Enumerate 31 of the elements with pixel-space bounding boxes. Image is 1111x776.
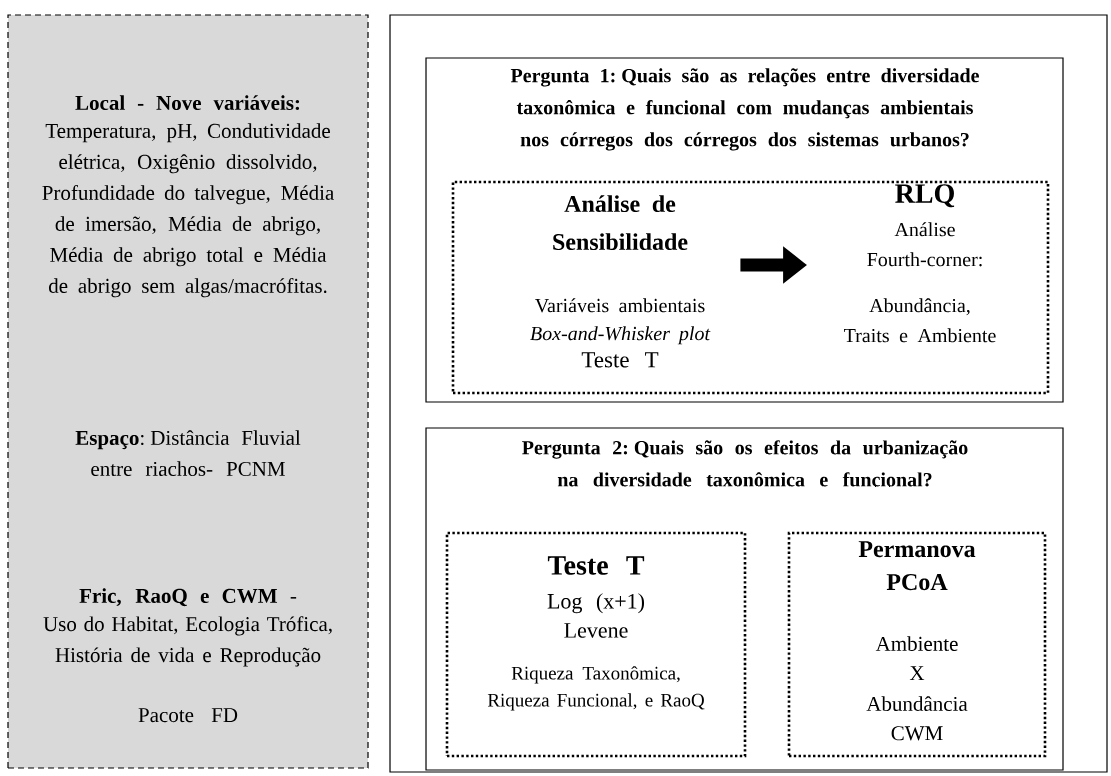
heading: RLQ	[895, 184, 955, 208]
body-text: Abundância	[866, 696, 968, 711]
body-text: Variáveis ambientais	[535, 298, 705, 313]
heading: Local - Nove variáveis:	[75, 95, 300, 111]
question-text: Pergunta 1: Quais são as relações entre diversidade taxonômica e funcional com mudanças ambientais nos córregos dos córregos dos sistemas urbanos?	[510, 68, 979, 151]
question-box	[425, 427, 1064, 771]
body-text: Ambiente	[875, 636, 958, 651]
dotted-box	[451, 180, 1050, 395]
method-box	[445, 531, 747, 758]
body-text: Temperatura, pH, Condutividade elétrica, Oxigênio dissolvido, Profundidade do talvegue, Média de imersão, Média de abrigo, Média de abrigo total e Média de abrigo sem algas/macrófitas.	[42, 123, 334, 298]
outer-frame	[389, 14, 1108, 773]
heading: Fric, RaoQ e CWM -	[79, 588, 297, 607]
body-text: Teste T	[581, 352, 659, 368]
body-text: Uso do Habitat, Ecologia Trófica, História de vida e Reprodução	[43, 616, 332, 667]
body-text: X	[909, 666, 925, 680]
question-box	[425, 57, 1064, 403]
body-text: Espaço: Distância Fluvial entre riachos- PCNM	[75, 430, 301, 476]
body-text: Riqueza Taxonômica, Riqueza Funcional, e RaoQ	[487, 666, 705, 711]
variables-panel	[7, 14, 369, 769]
method-box	[787, 531, 1047, 758]
body-text: Box-and-Whisker plot	[530, 326, 711, 345]
question-text: Pergunta 2: Quais são os efeitos da urbanização na diversidade taxonômica e funcional?	[522, 440, 968, 487]
heading: Teste T	[547, 556, 645, 575]
body-text: CWM	[891, 726, 943, 741]
body-text: Pacote FD	[138, 708, 238, 723]
body-text: Levene	[564, 623, 628, 638]
body-text: Abundância, Traits e Ambiente	[844, 298, 996, 343]
heading: Análise de Sensibilidade	[553, 195, 688, 251]
body-text: Log (x+1)	[547, 593, 645, 614]
body-text: Análise Fourth-corner:	[867, 222, 982, 267]
heading: Permanova PCoA	[858, 541, 976, 591]
